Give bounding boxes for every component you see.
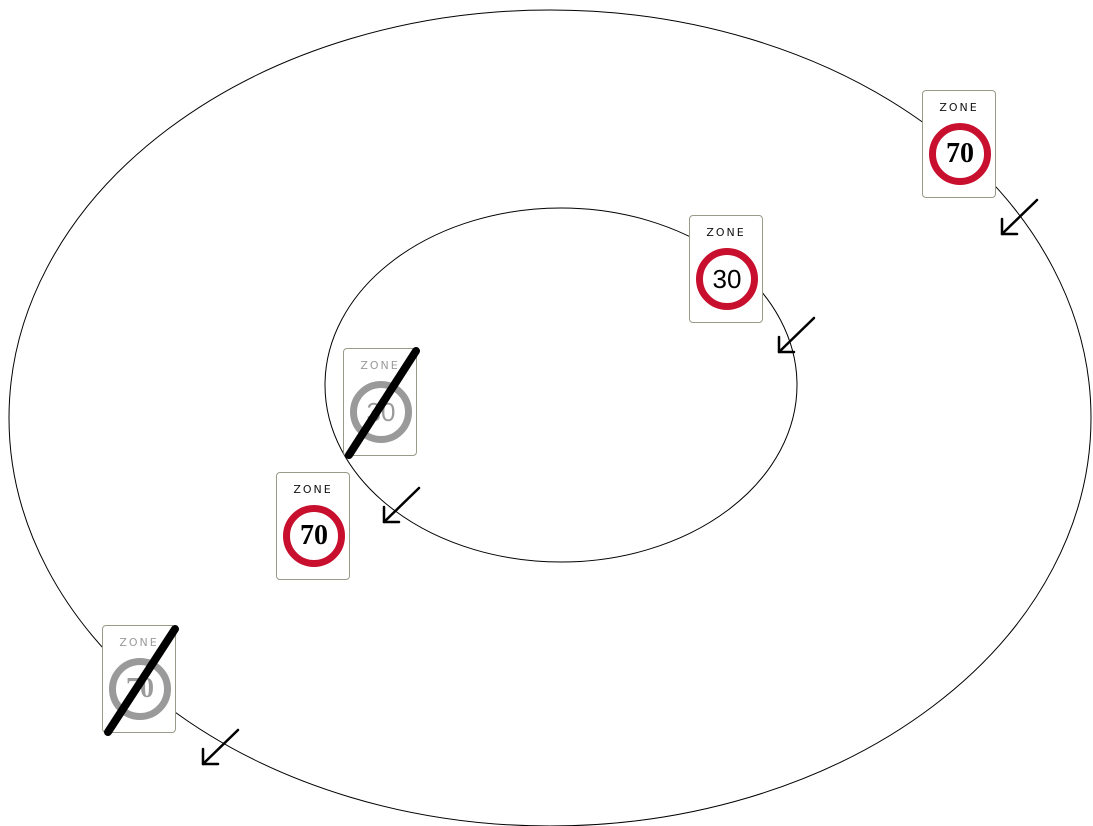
sign-zone-label: ZONE [939, 101, 979, 114]
arrow-outer-top-right [1000, 198, 1039, 236]
zone-70-start-sign: ZONE 70 [922, 90, 996, 198]
speed-limit-value: 30 [712, 264, 742, 294]
speed-limit-ring-icon [929, 123, 991, 185]
end-of-zone-slash-icon [104, 625, 179, 736]
sign-zone-label: ZONE [360, 359, 400, 372]
speed-limit-value: 70 [946, 138, 974, 169]
speed-limit-value: 70 [300, 520, 328, 551]
zone-30-end-sign: ZONE 30 [343, 347, 420, 459]
arrow-inner-top-right [777, 316, 816, 354]
zone-30-start-sign: ZONE 30 [689, 215, 763, 323]
sign-zone-label: ZONE [706, 226, 746, 239]
sign-zone-label: ZONE [293, 483, 333, 496]
speed-limit-ring-icon [696, 248, 758, 310]
inner-zone-boundary [324, 207, 798, 563]
arrow-inner-bottom-left [382, 486, 421, 524]
sign-zone-label: ZONE [119, 636, 159, 649]
speed-limit-ring-icon [283, 505, 345, 567]
end-of-zone-slash-icon [345, 347, 420, 459]
outer-zone-boundary [8, 9, 1092, 826]
arrow-outer-bottom-left [201, 728, 240, 766]
zone-70-resume-sign: ZONE 70 [276, 472, 350, 580]
zone-70-end-sign: ZONE 70 [102, 625, 179, 736]
